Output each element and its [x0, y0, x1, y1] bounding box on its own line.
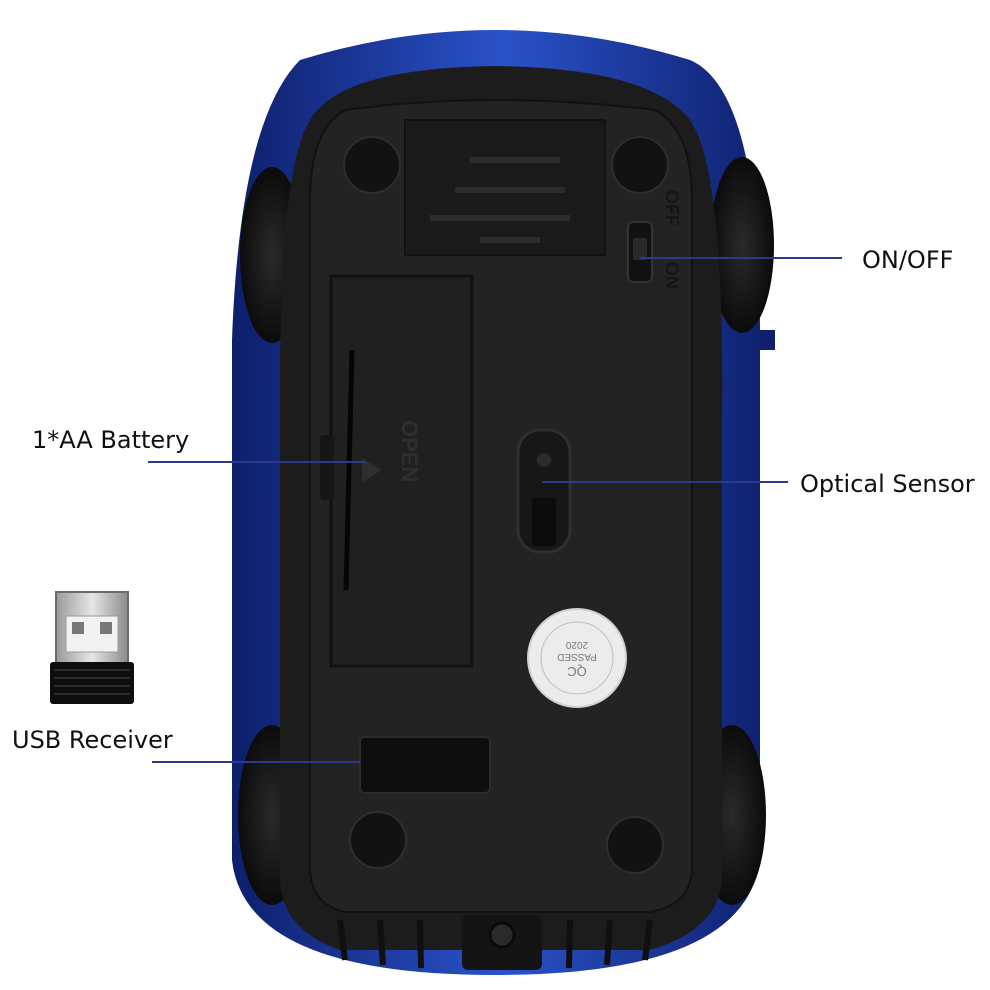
optical-sensor-label: Optical Sensor: [800, 470, 975, 498]
usb-receiver: [50, 591, 134, 704]
usb-receiver-label: USB Receiver: [12, 726, 173, 754]
optical-sensor: [516, 428, 572, 554]
wheel-front-right: [710, 157, 774, 333]
receiver-slot: [359, 736, 491, 794]
rubber-feet: [343, 136, 669, 874]
callout-lines: [148, 257, 842, 763]
rear-vents: [337, 919, 653, 969]
switch-off-text: OFF: [662, 190, 682, 226]
qc-year: 2020: [565, 639, 588, 650]
on-off-label: ON/OFF: [862, 246, 954, 274]
qc-sticker: [527, 608, 627, 708]
switch-on-text: ON: [662, 262, 682, 289]
qc-title: QC: [567, 664, 587, 679]
open-text: OPEN: [397, 420, 422, 482]
qc-status: PASSED: [557, 651, 597, 662]
screw: [488, 921, 516, 949]
battery-label: 1*AA Battery: [32, 426, 190, 454]
